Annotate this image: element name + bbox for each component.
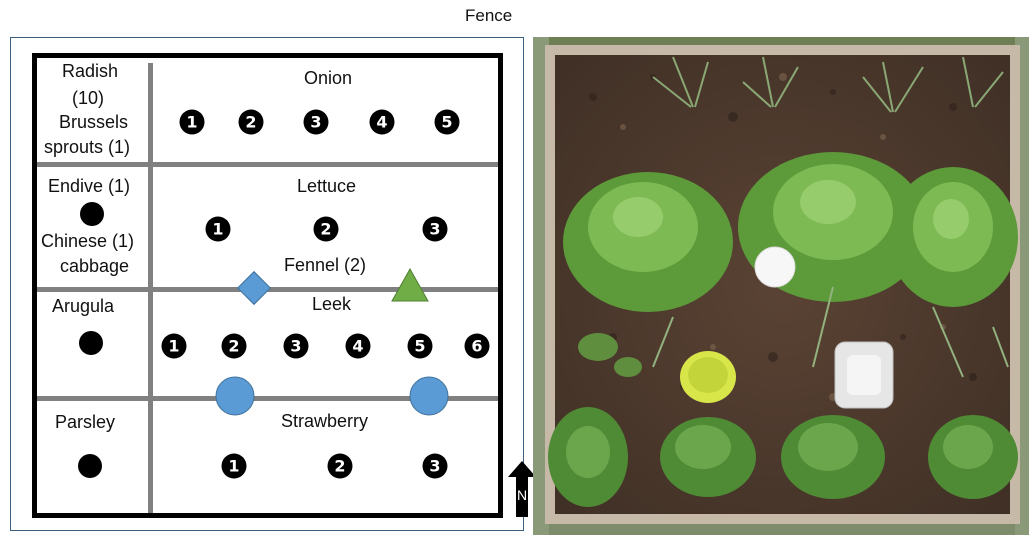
fennel-label: Fennel (2) [284, 255, 366, 277]
leek-plant-3: 3 [284, 334, 309, 359]
arugula-marker [79, 331, 103, 355]
onion-plant-5: 5 [435, 110, 460, 135]
leek-plant-4: 4 [346, 334, 371, 359]
lettuce-label: Lettuce [297, 176, 356, 198]
parsley-marker [78, 454, 102, 478]
arugula-label: Arugula [52, 296, 114, 318]
radish-label: Radish [62, 61, 118, 83]
divider-onion-lettuce [37, 162, 498, 167]
blue-circle-marker-left [216, 377, 255, 416]
lettuce-plant-2: 2 [314, 217, 339, 242]
radish-count-label: (10) [72, 88, 104, 110]
blue-circle-marker-right [410, 377, 449, 416]
lettuce-plant-3: 3 [423, 217, 448, 242]
leek-plant-6: 6 [465, 334, 490, 359]
leek-label: Leek [312, 294, 351, 316]
leek-plant-5: 5 [408, 334, 433, 359]
brussels-label: Brussels [59, 112, 128, 134]
cabbage-label: cabbage [60, 256, 129, 278]
chinese-label: Chinese (1) [41, 231, 134, 253]
parsley-label: Parsley [55, 412, 115, 434]
endive-label: Endive (1) [48, 176, 130, 198]
north-label: N [517, 487, 527, 503]
onion-label: Onion [304, 68, 352, 90]
lettuce-plant-1: 1 [206, 217, 231, 242]
garden-bed-photo [533, 37, 1029, 535]
fence-label: Fence [465, 6, 512, 26]
strawberry-plant-1: 1 [222, 454, 247, 479]
strawberry-plant-2: 2 [328, 454, 353, 479]
strawberry-plant-3: 3 [423, 454, 448, 479]
leek-plant-2: 2 [222, 334, 247, 359]
strawberry-label: Strawberry [281, 411, 368, 433]
fennel-marker-triangle [391, 268, 429, 302]
leek-plant-1: 1 [162, 334, 187, 359]
onion-plant-4: 4 [370, 110, 395, 135]
onion-plant-1: 1 [180, 110, 205, 135]
endive-marker [80, 202, 104, 226]
onion-plant-3: 3 [304, 110, 329, 135]
onion-plant-2: 2 [239, 110, 264, 135]
brussels-label-2: sprouts (1) [44, 137, 130, 159]
